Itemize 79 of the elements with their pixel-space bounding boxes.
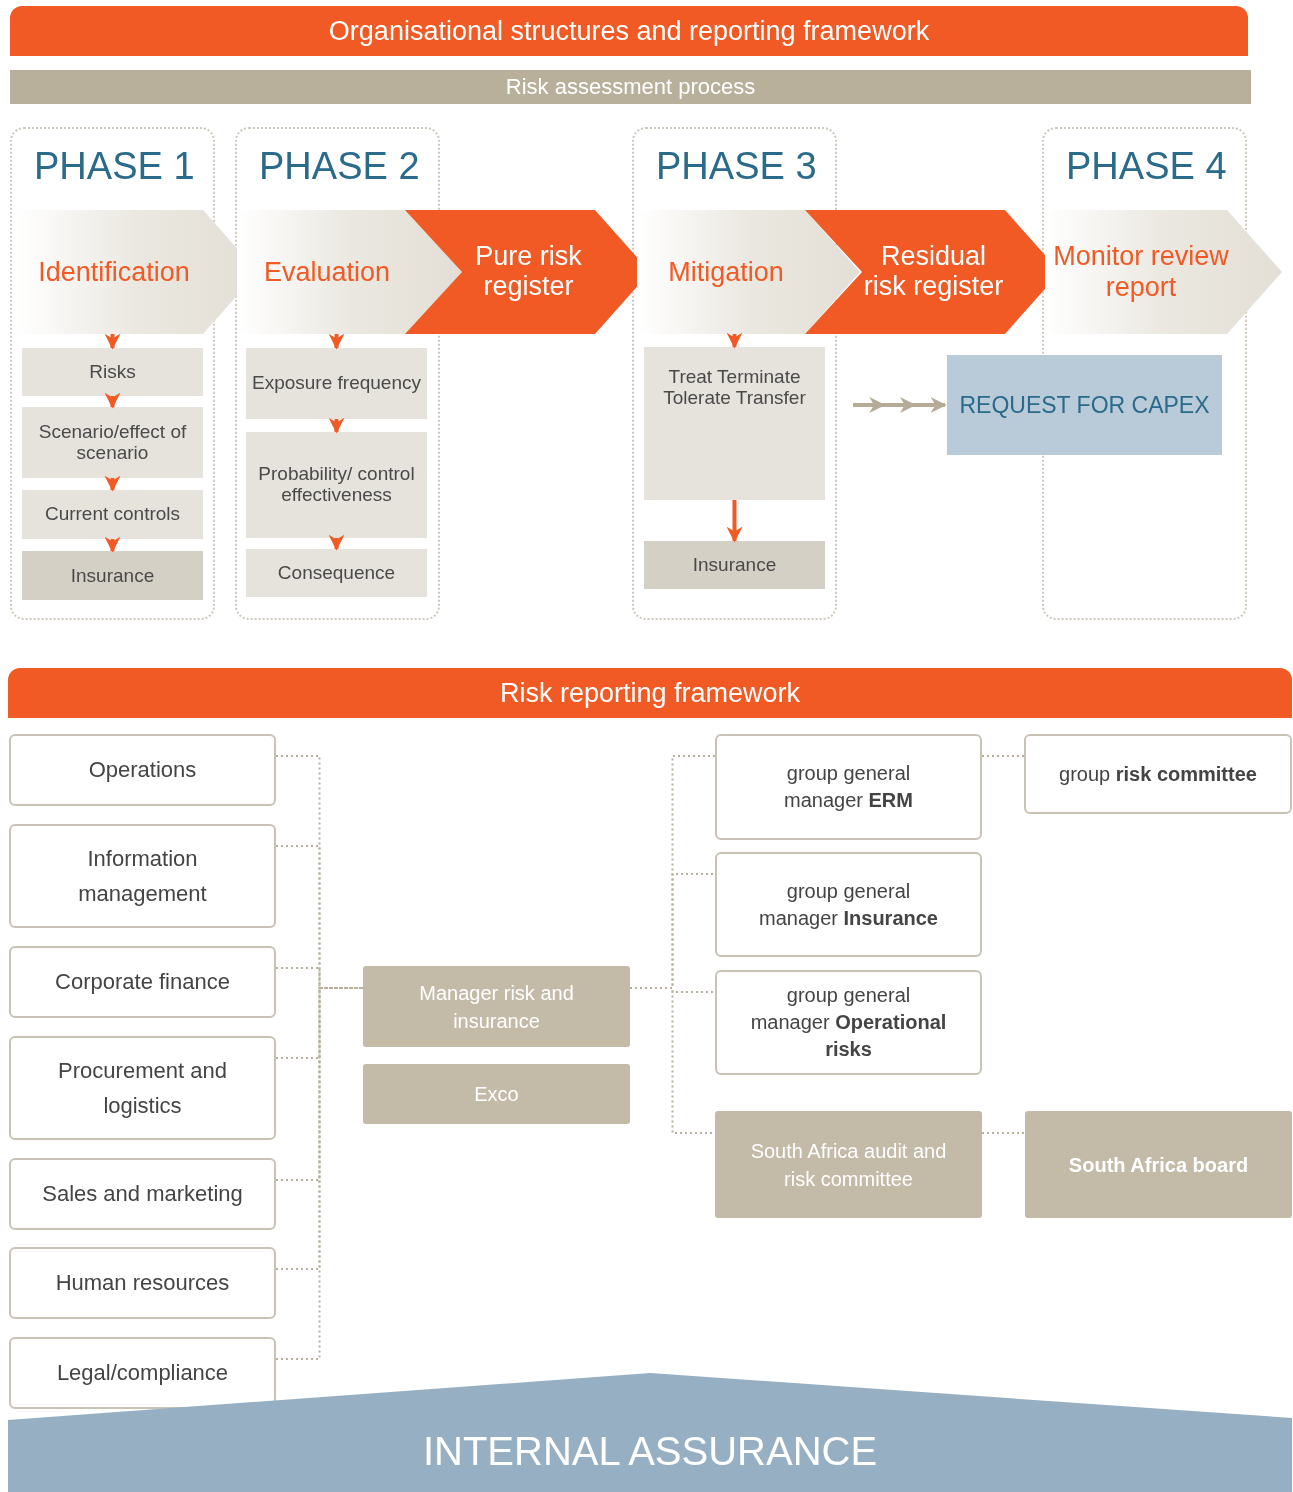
role-box [1025,1111,1292,1218]
dotted-connector [981,1132,1026,1134]
process-box [22,348,203,396]
box-label: South Africa audit and risk committee [749,1138,948,1192]
process-box [644,541,825,589]
department-box [9,1158,276,1230]
arrow [328,534,345,551]
box-label: Monitor review report [1052,241,1230,303]
arrow [853,397,947,413]
section-banner [8,668,1292,718]
arrow [104,536,121,553]
box-label: group general manager ERM [783,761,914,813]
phase-heading: PHASE 2 [259,145,420,188]
department-box [9,1036,276,1140]
box-label: Risks [89,361,136,383]
box-label: group general manager Operational risks [749,983,948,1062]
process-box [246,348,427,419]
box-label: Legal/compliance [56,1359,229,1388]
box-label: group risk committee [1059,761,1257,787]
process-box [22,407,203,478]
box-label: Residual risk register [862,242,1005,302]
section-banner [10,70,1251,104]
box-label: Exco [474,1082,519,1107]
box-label: Human resources [55,1269,230,1298]
process-box [644,347,825,500]
phase-heading: PHASE 4 [1066,145,1227,188]
process-box [246,432,427,538]
dotted-connector [275,987,364,1059]
box-label: INTERNAL ASSURANCE [422,1429,878,1474]
arrow [328,333,345,350]
request-box [947,355,1222,455]
box-label: Consequence [277,562,396,584]
box-label: Mitigation [667,256,785,288]
box-label: South Africa board [1068,1152,1249,1178]
box-label: group general manager Insurance [758,878,939,931]
box-label: Treat Terminate Tolerate Transfer [662,367,807,409]
box-label: Pure risk register [474,242,583,302]
phase-heading: PHASE 3 [656,145,817,188]
box-label: Insurance [70,564,155,587]
box-label: Exposure frequency [252,373,421,394]
box-label: Manager risk and insurance [418,980,575,1034]
box-label: Identification [37,256,191,288]
box-label: Operations [88,756,197,785]
role-box [1024,734,1292,814]
department-box [9,734,276,806]
arrow [104,392,121,409]
arrow [726,332,743,349]
role-box [363,966,630,1047]
process-box [22,551,203,600]
box-label: Corporate finance [55,968,230,997]
arrow [104,475,121,492]
role-box [715,1111,982,1218]
role-box [715,734,982,840]
arrow [104,333,121,350]
phase-heading: PHASE 1 [34,145,195,188]
box-label: Probability/ control effectiveness [257,464,416,506]
box-label: Information management [77,844,208,908]
role-box [363,1064,630,1124]
arrow [328,417,345,434]
process-box [22,490,203,539]
department-box [9,824,276,928]
role-box [715,970,982,1075]
banner-title: Organisational structures and reporting framework [328,15,930,47]
dotted-connector [981,755,1025,757]
box-label: Sales and marketing [42,1180,243,1209]
box-label: REQUEST FOR CAPEX [959,391,1210,419]
arrow [726,500,743,543]
box-label: Scenario/effect of scenario [37,421,188,464]
department-box [9,1247,276,1319]
process-box [246,549,427,597]
section-banner [10,6,1248,56]
box-label: Evaluation [262,256,392,288]
box-label: Procurement and logistics [57,1056,228,1120]
banner-title: Risk assessment process [505,74,756,100]
role-box [715,852,982,957]
department-box [9,946,276,1018]
banner-title: Risk reporting framework [499,677,801,709]
box-label: Current controls [44,504,181,525]
box-label: Insurance [692,554,777,576]
